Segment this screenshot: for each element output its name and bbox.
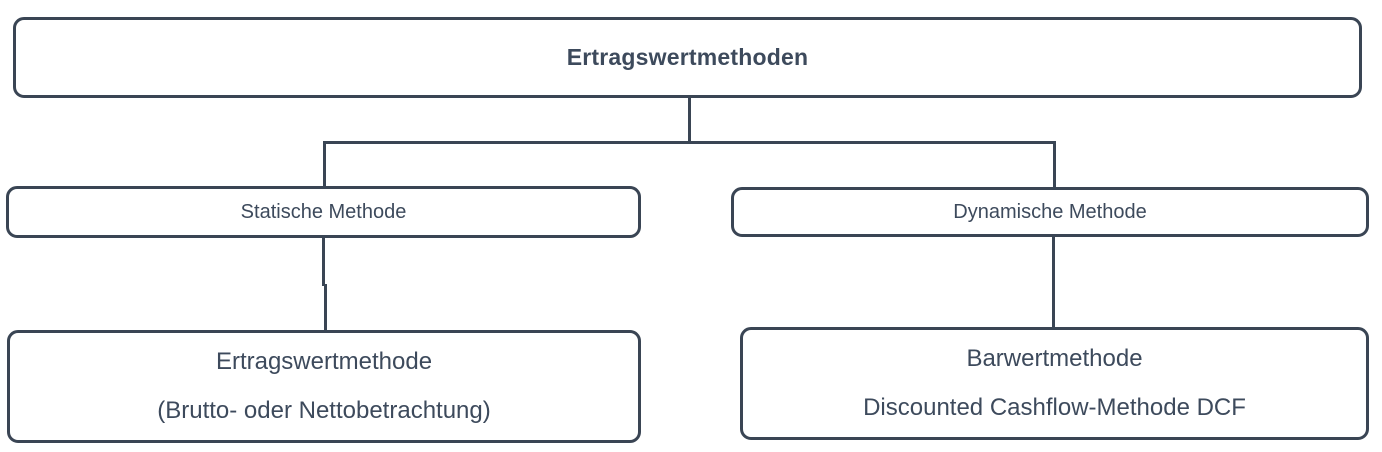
node-barwertmethode-label-line-2: Discounted Cashflow-Methode DCF (863, 394, 1246, 421)
connector-root-stem (688, 95, 691, 144)
node-root-label: Ertragswertmethoden (566, 44, 809, 71)
node-dynamische-methode[interactable]: Dynamische Methode (731, 187, 1369, 237)
connector-root-to-statische (323, 141, 326, 188)
node-barwertmethode-label-line-1: Barwertmethode (966, 345, 1143, 373)
connector-root-to-dynamische (1053, 141, 1056, 189)
node-barwertmethode[interactable]: Barwertmethode Discounted Cashflow-Metho… (740, 327, 1369, 440)
connector-dynamische-to-barwert (1052, 234, 1055, 329)
node-ertragswertmethode-label-line-1: Ertragswertmethode (215, 348, 433, 376)
connector-statische-to-ertragswert-upper (322, 235, 325, 286)
node-dynamische-methode-label: Dynamische Methode (953, 200, 1147, 223)
node-statische-methode[interactable]: Statische Methode (6, 186, 641, 238)
node-ertragswertmethode-label-line-2: (Brutto- oder Nettobetrachtung) (157, 397, 491, 424)
connector-statische-to-ertragswert-lower (324, 284, 327, 332)
node-root-ertragswertmethoden[interactable]: Ertragswertmethoden (13, 17, 1362, 98)
node-statische-methode-label: Statische Methode (240, 200, 407, 223)
connector-split-bar (323, 141, 1056, 144)
node-ertragswertmethode[interactable]: Ertragswertmethode (Brutto- oder Nettobe… (7, 330, 641, 443)
